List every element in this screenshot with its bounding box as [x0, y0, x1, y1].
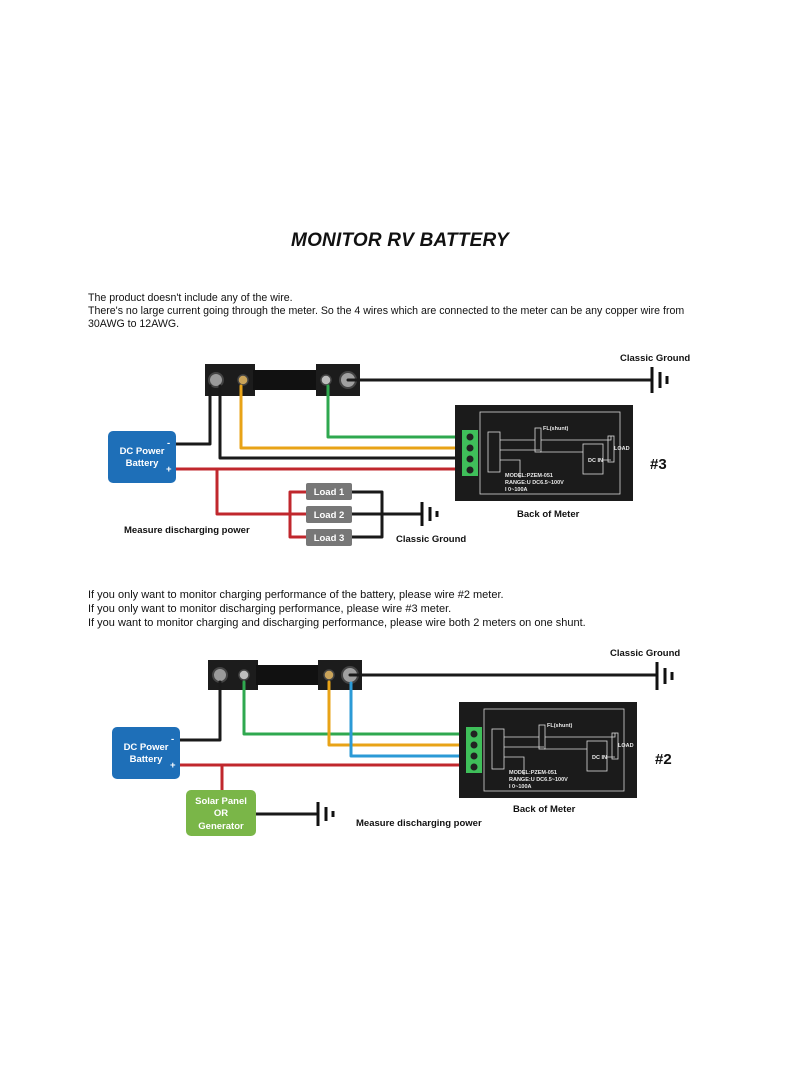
minus-sign: - — [167, 438, 170, 449]
wire-orange-sense — [327, 680, 472, 747]
shunt — [205, 364, 360, 396]
wiring-diagram-3: Classic Ground Classic Ground DC Power B… — [108, 353, 690, 546]
wire-green-sense — [326, 384, 468, 439]
model-label: MODEL:PZEM-051 — [505, 473, 553, 479]
wire-orange-sense — [239, 384, 468, 450]
battery-label-1: DC Power — [120, 446, 165, 457]
battery-label-2: Battery — [130, 754, 163, 765]
measure-discharging-label: Measure discharging power — [124, 525, 250, 536]
intro-line-2: There's no large current going through t… — [88, 305, 685, 330]
meter-back: FL(shunt) LOAD DC IN MODEL:PZEM-051 RANG… — [459, 702, 637, 798]
bolt-icon — [237, 374, 249, 386]
wire-red-to-loads — [215, 467, 308, 539]
load-3: Load 3 — [306, 529, 352, 546]
ground-icon — [316, 802, 335, 826]
minus-sign: - — [171, 734, 174, 745]
bolt-icon — [212, 667, 228, 683]
instruction-line-3: If you want to monitor charging and disc… — [88, 617, 586, 629]
intro-line-1: The product doesn't include any of the w… — [88, 292, 293, 304]
intro-text: The product doesn't include any of the w… — [88, 292, 708, 331]
battery-label-1: DC Power — [124, 742, 169, 753]
load-1: Load 1 — [306, 483, 352, 500]
load-2: Load 2 — [306, 506, 352, 523]
current-label: I 0~100A — [505, 487, 528, 493]
classic-ground-label: Classic Ground — [620, 353, 690, 364]
bolt-icon — [238, 669, 250, 681]
instructions-text: If you only want to monitor charging per… — [88, 588, 728, 630]
wiring-diagram-2: Classic Ground DC Power Battery - + Sola… — [112, 648, 680, 836]
ground-icon — [650, 367, 669, 393]
plus-sign: + — [170, 760, 176, 771]
model-label: MODEL:PZEM-051 — [509, 770, 557, 776]
page-title: MONITOR RV BATTERY — [291, 230, 509, 251]
load-3-label: Load 3 — [314, 533, 345, 544]
classic-ground-label: Classic Ground — [396, 534, 466, 545]
meter-load-label: LOAD — [614, 446, 630, 452]
wire-battery-negative — [178, 680, 222, 742]
solar-label-3: Generator — [198, 821, 244, 832]
battery-label-2: Battery — [126, 458, 159, 469]
wire-black-sense — [218, 384, 468, 460]
shunt — [208, 660, 362, 690]
meter-back: FL(shunt) LOAD DC IN MODEL:PZEM-051 RANG… — [455, 405, 633, 501]
load-2-label: Load 2 — [314, 510, 345, 521]
shunt-label: FL(shunt) — [547, 723, 573, 729]
bolt-icon — [208, 372, 224, 388]
classic-ground-label: Classic Ground — [610, 648, 680, 659]
wire-green-sense — [242, 680, 472, 736]
meter-tag-3: #3 — [650, 456, 667, 473]
load-1-label: Load 1 — [314, 487, 345, 498]
dc-power-battery: DC Power Battery - + — [112, 727, 180, 779]
back-of-meter-label: Back of Meter — [517, 509, 580, 520]
range-label: RANGE:U DC6.5~100V — [509, 777, 568, 783]
ground-icon — [420, 502, 439, 526]
wire-blue-sense — [349, 681, 472, 758]
instruction-line-2: If you only want to monitor discharging … — [88, 603, 452, 615]
meter-load-label: LOAD — [618, 743, 634, 749]
shunt-label: FL(shunt) — [543, 426, 569, 432]
meter-tag-2: #2 — [655, 751, 672, 768]
solar-label-2: OR — [214, 808, 228, 819]
range-label: RANGE:U DC6.5~100V — [505, 480, 564, 486]
instruction-line-1: If you only want to monitor charging per… — [88, 589, 504, 601]
current-label: I 0~100A — [509, 784, 532, 790]
wire-battery-negative — [173, 384, 212, 446]
plus-sign: + — [166, 464, 172, 475]
solar-panel-or-generator: Solar Panel OR Generator — [186, 790, 256, 836]
measure-discharging-label: Measure discharging power — [356, 818, 482, 829]
back-of-meter-label: Back of Meter — [513, 804, 576, 815]
dcin-label: DC IN — [588, 458, 603, 464]
dc-power-battery: DC Power Battery - + — [108, 431, 176, 483]
ground-icon — [655, 662, 674, 690]
wire-loads-ground — [350, 490, 422, 539]
dcin-label: DC IN — [592, 755, 607, 761]
bolt-icon — [320, 374, 332, 386]
bolt-icon — [323, 669, 335, 681]
solar-label-1: Solar Panel — [195, 796, 247, 807]
